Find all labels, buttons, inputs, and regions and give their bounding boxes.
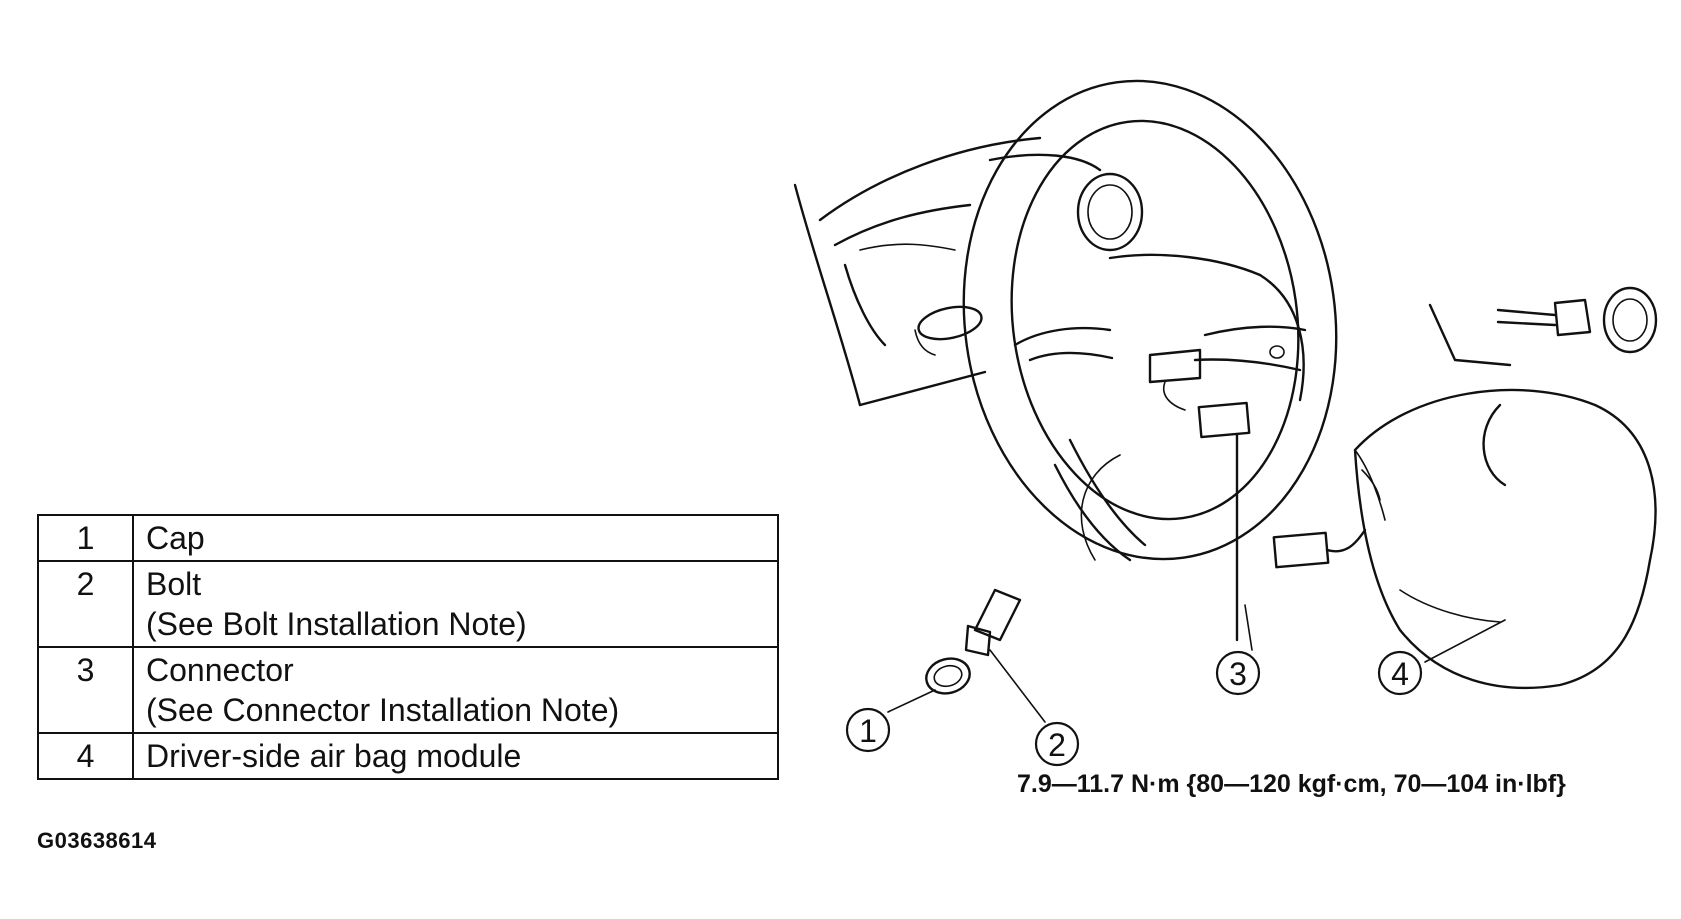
svg-text:3: 3 bbox=[1229, 656, 1247, 692]
part-description: Cap bbox=[132, 514, 779, 562]
part-number: 1 bbox=[37, 514, 134, 562]
callout-3: 3 bbox=[1215, 650, 1261, 696]
part-number: 3 bbox=[37, 646, 134, 734]
callout-1: 1 bbox=[845, 707, 891, 753]
table-row: 4 Driver-side air bag module bbox=[37, 732, 779, 780]
part-description: Driver-side air bag module bbox=[132, 732, 779, 780]
part-name: Cap bbox=[146, 520, 205, 556]
bolt-and-cap-right bbox=[1496, 286, 1658, 354]
dashboard-illustration bbox=[793, 136, 1512, 407]
callout-4: 4 bbox=[1377, 650, 1423, 696]
parts-legend-table: 1 Cap 2 Bolt (See Bolt Installation Note… bbox=[37, 514, 779, 780]
part-name: Bolt bbox=[146, 566, 202, 602]
svg-text:1: 1 bbox=[859, 713, 877, 749]
part-description: Connector (See Connector Installation No… bbox=[132, 646, 779, 734]
steering-wheel-illustration bbox=[962, 79, 1338, 642]
part-number: 4 bbox=[37, 732, 134, 780]
part-note: (See Bolt Installation Note) bbox=[146, 606, 527, 642]
svg-text:2: 2 bbox=[1048, 727, 1066, 763]
table-row: 3 Connector (See Connector Installation … bbox=[37, 646, 779, 734]
part-note: (See Connector Installation Note) bbox=[146, 692, 620, 728]
part-name: Driver-side air bag module bbox=[146, 738, 522, 774]
figure-id: G03638614 bbox=[37, 828, 157, 853]
bolt-and-cap-left bbox=[925, 588, 1022, 695]
torque-spec: 7.9—11.7 N·m {80—120 kgf·cm, 70—104 in·l… bbox=[1017, 770, 1566, 798]
table-row: 2 Bolt (See Bolt Installation Note) bbox=[37, 560, 779, 648]
callout-2: 2 bbox=[1034, 721, 1080, 767]
part-description: Bolt (See Bolt Installation Note) bbox=[132, 560, 779, 648]
table-row: 1 Cap bbox=[37, 514, 779, 562]
part-name: Connector bbox=[146, 652, 294, 688]
svg-text:4: 4 bbox=[1391, 656, 1409, 692]
airbag-module-illustration bbox=[1272, 388, 1657, 690]
part-number: 2 bbox=[37, 560, 134, 648]
